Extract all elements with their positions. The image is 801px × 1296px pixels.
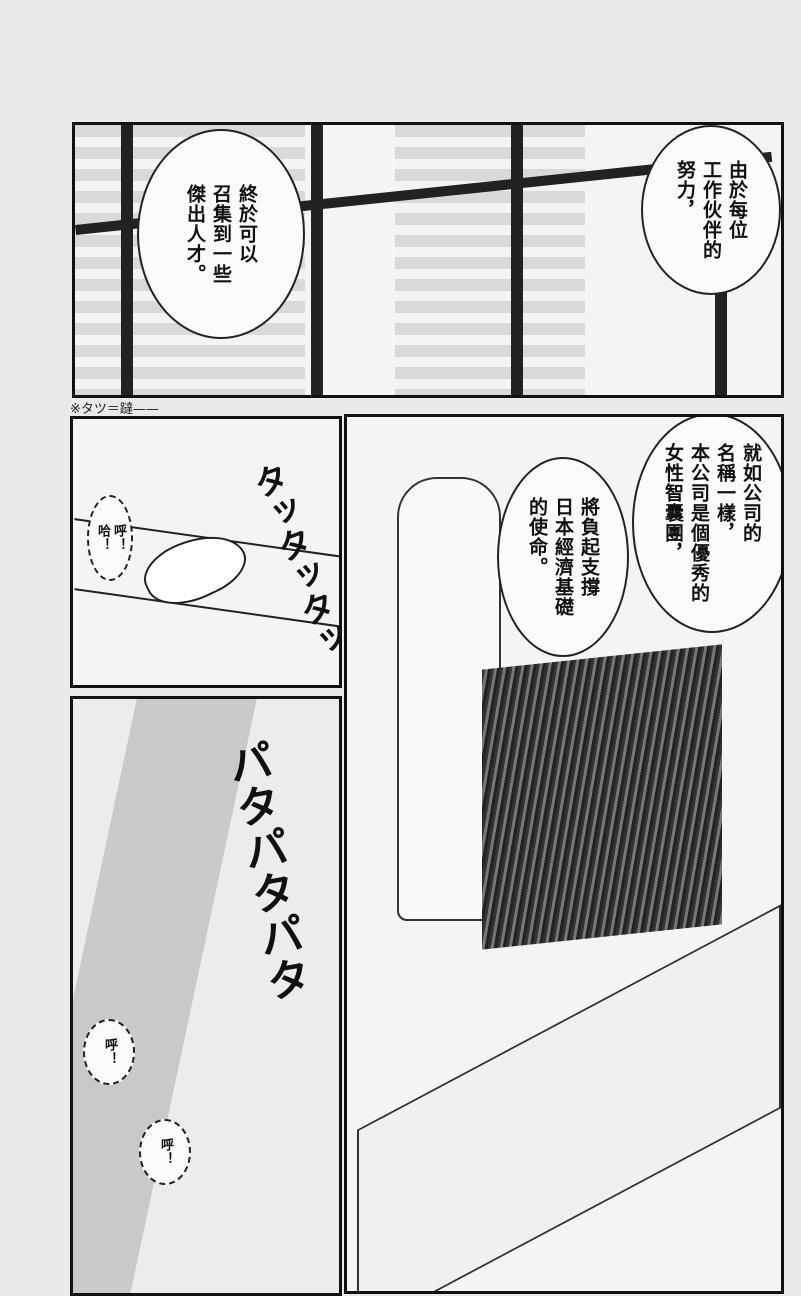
- speech-balloon-second: 將負起支撐 日本經濟基礎 的使命。: [497, 457, 629, 657]
- speech-line: 努力，: [674, 160, 696, 220]
- footsteps-sound-effect: パタパタパタ: [217, 736, 314, 1006]
- breath-text: 呼！: [158, 1138, 173, 1166]
- speech-line: 就如公司的: [740, 443, 762, 543]
- window-frame: [121, 125, 133, 395]
- speech-line: 日本經濟基礎: [552, 497, 574, 617]
- panel-hallway-running: パタパタパタ 呼！ 呼！: [70, 696, 342, 1296]
- panel-speaker-podium: 就如公司的 名稱一樣， 本公司是個優秀的 女性智囊團， 將負起支撐 日本經濟基礎…: [344, 414, 784, 1294]
- breath-line: 哈！: [95, 524, 110, 552]
- speech-line: 召集到一些: [210, 184, 232, 284]
- speech-text: 就如公司的 名稱一樣， 本公司是個優秀的 女性智囊團，: [660, 443, 764, 603]
- speech-text: 將負起支撐 日本經濟基礎 的使命。: [524, 497, 602, 617]
- speech-balloon-main: 就如公司的 名稱一樣， 本公司是個優秀的 女性智囊團，: [632, 417, 781, 633]
- breath-balloon: 呼！ 哈！: [87, 495, 133, 581]
- speech-line: 傑出人才。: [184, 184, 206, 284]
- speech-line: 將負起支撐: [578, 497, 600, 597]
- audience-desk: [357, 904, 781, 1291]
- window-frame: [311, 125, 323, 395]
- window-frame: [715, 285, 727, 395]
- speech-balloon-right: 由於每位 工作伙伴的 努力，: [641, 125, 781, 295]
- speech-line: 工作伙伴的: [700, 160, 722, 260]
- speech-line: 的使命。: [526, 497, 548, 577]
- panel-running-feet: 呼！ 哈！ タッタッタッ: [70, 416, 342, 688]
- breath-text: 呼！: [102, 1038, 117, 1066]
- speech-text: 由於每位 工作伙伴的 努力，: [672, 160, 750, 260]
- speech-line: 本公司是個優秀的: [688, 443, 710, 603]
- breath-balloon: 呼！: [139, 1119, 191, 1185]
- speech-text: 終於可以 召集到一些 傑出人才。: [182, 184, 260, 284]
- speech-balloon-left: 終於可以 召集到一些 傑出人才。: [137, 129, 305, 339]
- podium: [482, 644, 722, 950]
- speech-line: 終於可以: [236, 184, 258, 264]
- building-window-stripes: [395, 125, 585, 395]
- running-sound-effect: タッタッタッ: [243, 458, 342, 664]
- breath-balloon: 呼！: [83, 1019, 135, 1085]
- breath-line: 呼！: [111, 524, 126, 552]
- breath-text: 呼！ 哈！: [94, 524, 126, 552]
- window-frame: [511, 125, 523, 395]
- speech-line: 女性智囊團，: [662, 443, 684, 563]
- panel-office-building: 終於可以 召集到一些 傑出人才。 由於每位 工作伙伴的 努力，: [72, 122, 784, 398]
- speech-line: 由於每位: [726, 160, 748, 240]
- translation-note: ※タツ＝躂——: [70, 402, 159, 417]
- speech-line: 名稱一樣，: [714, 443, 736, 543]
